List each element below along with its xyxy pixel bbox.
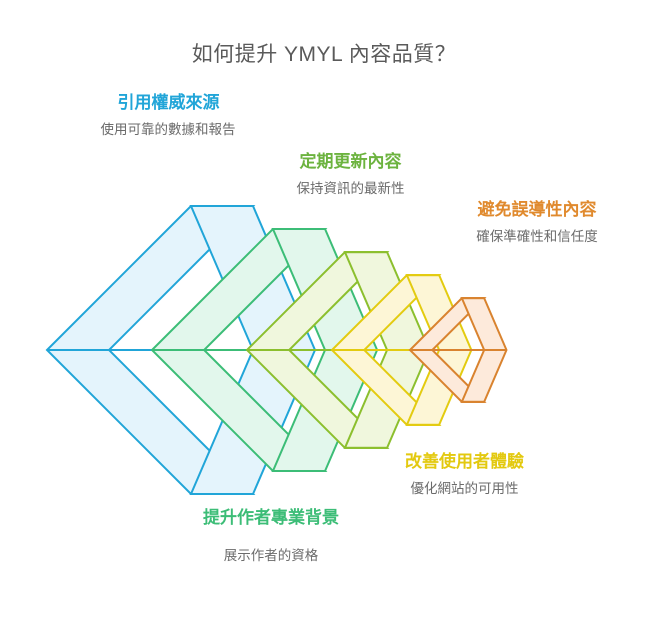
step-label-5-desc: 展示作者的資格 (223, 547, 319, 563)
step-label-1-title: 引用權威來源 (117, 93, 220, 112)
step-label-2-desc: 保持資訊的最新性 (296, 180, 405, 196)
step-label-4: 改善使用者體驗 優化網站的可用性 (372, 451, 557, 499)
step-label-5: 提升作者專業背景 展示作者的資格 (176, 507, 366, 566)
step-label-3: 避免誤導性內容 確保準確性和信任度 (442, 199, 632, 247)
step-label-4-title: 改善使用者體驗 (405, 452, 524, 471)
step-label-2: 定期更新內容 保持資訊的最新性 (258, 151, 443, 199)
page-title: 如何提升 YMYL 內容品質？ (191, 43, 457, 66)
step-label-2-title: 定期更新內容 (299, 152, 402, 171)
step-label-4-desc: 優化網站的可用性 (410, 480, 519, 496)
step-label-3-title: 避免誤導性內容 (477, 200, 597, 219)
step-label-1-desc: 使用可靠的數據和報告 (100, 121, 236, 137)
step-label-3-desc: 確保準確性和信任度 (476, 228, 598, 244)
step-label-5-title: 提升作者專業背景 (203, 508, 339, 527)
step-label-1: 引用權威來源 使用可靠的數據和報告 (76, 92, 261, 140)
